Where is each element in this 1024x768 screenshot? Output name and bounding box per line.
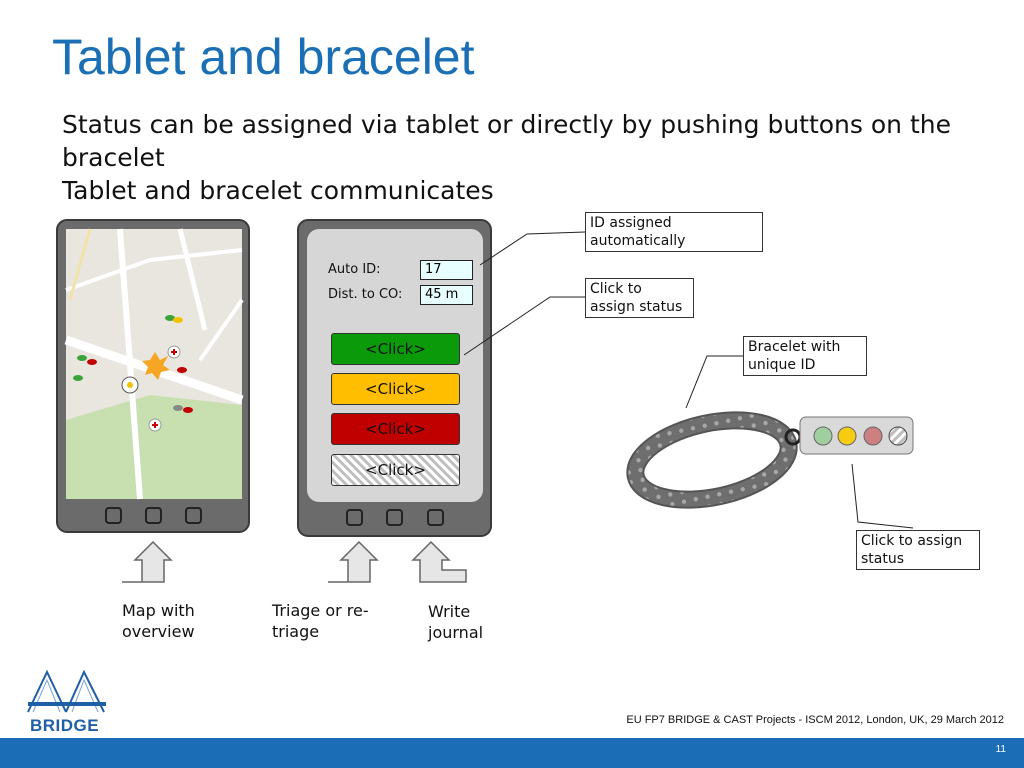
callout-id-assigned: ID assigned automatically [585,212,763,252]
phone-button[interactable] [185,507,202,524]
footer-bar [0,738,1024,768]
leader-line [685,355,743,409]
bridge-logo-text: BRIDGE [30,716,100,735]
bracelet-yellow-button[interactable] [837,426,857,446]
bullet-2: Tablet and bracelet communicates [62,176,494,205]
callout-bracelet-id: Bracelet with unique ID [743,336,867,376]
caption-map: Map with overview [122,601,195,641]
bracelet [626,411,914,509]
slide-number: 11 [995,744,1006,755]
callout-click-assign-status: Click to assign status [856,530,980,570]
dist-field[interactable]: 45 m [420,285,473,305]
caption-journal: Write journal [428,602,484,642]
phone-button[interactable] [145,507,162,524]
dist-label: Dist. to CO: [328,287,403,302]
callout-click-assign: Click to assign status [585,278,694,318]
bracelet-black-button[interactable] [888,426,908,446]
caption-triage: Triage or re-triage [272,601,369,641]
incident-icon [142,352,170,380]
up-arrow-icon [328,540,379,583]
status-black-button[interactable]: <Click> [331,454,460,486]
map-phone [56,219,250,533]
status-yellow-button[interactable]: <Click> [331,373,460,405]
footer-text: EU FP7 BRIDGE & CAST Projects - ISCM 201… [626,714,1004,726]
leader-line [851,463,914,529]
status-red-button[interactable]: <Click> [331,413,460,445]
up-arrow-icon [122,540,173,583]
phone-button[interactable] [346,509,363,526]
leader-line [463,296,585,356]
phone-button[interactable] [386,509,403,526]
bridge-logo-icon [27,669,106,713]
phone-button[interactable] [427,509,444,526]
bracelet-green-button[interactable] [813,426,833,446]
bullet-1: Status can be assigned via tablet or dir… [62,110,951,172]
up-arrow-icon [411,540,467,583]
map-park [66,395,242,499]
status-green-button[interactable]: <Click> [331,333,460,365]
slide-title: Tablet and bracelet [52,29,475,85]
auto-id-label: Auto ID: [328,262,381,277]
bracelet-red-button[interactable] [863,426,883,446]
leader-line [479,231,586,266]
bullet-list: Status can be assigned via tablet or dir… [62,108,1002,207]
auto-id-field[interactable]: 17 [420,260,473,280]
bracelet-button-panel [799,416,914,455]
phone-button[interactable] [105,507,122,524]
